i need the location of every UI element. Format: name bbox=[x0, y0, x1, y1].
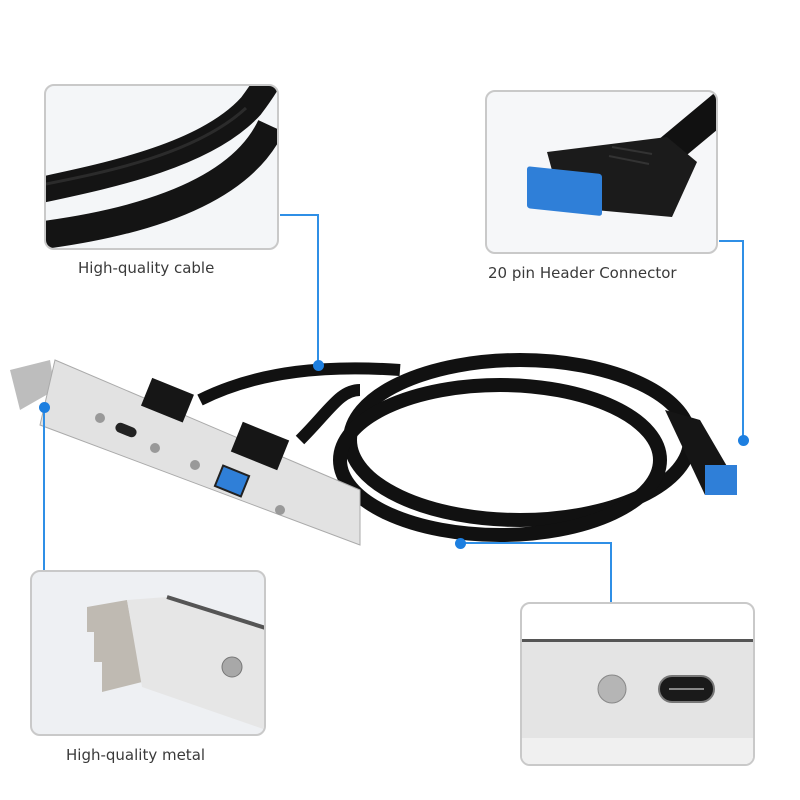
header-detail-panel bbox=[485, 90, 718, 254]
cable-callout-line bbox=[317, 214, 319, 365]
header-callout-line bbox=[719, 240, 743, 242]
cable-callout-dot bbox=[313, 360, 324, 371]
header-connector-image bbox=[527, 92, 716, 217]
usb-bracket-product-image bbox=[10, 353, 737, 546]
header-callout-dot bbox=[738, 435, 749, 446]
cable-callout-line bbox=[280, 214, 318, 216]
metal-callout-label: High-quality metal bbox=[66, 746, 206, 764]
cable-callout-label: High-quality cable bbox=[78, 259, 215, 277]
port-callout-line bbox=[610, 542, 612, 604]
port-callout-line bbox=[460, 542, 612, 544]
header-callout-label: 20 pin Header Connector bbox=[488, 264, 677, 282]
type-c-port-detail-panel bbox=[520, 602, 755, 766]
header-callout-line bbox=[742, 240, 744, 440]
type-c-port-closeup-image bbox=[522, 639, 753, 764]
cable-detail-panel bbox=[44, 84, 279, 250]
metal-callout-line bbox=[43, 407, 45, 572]
metal-detail-panel bbox=[30, 570, 266, 736]
metal-bracket-closeup-image bbox=[87, 595, 264, 730]
port-callout-dot bbox=[455, 538, 466, 549]
metal-callout-dot bbox=[39, 402, 50, 413]
cable-closeup-image bbox=[46, 86, 277, 248]
